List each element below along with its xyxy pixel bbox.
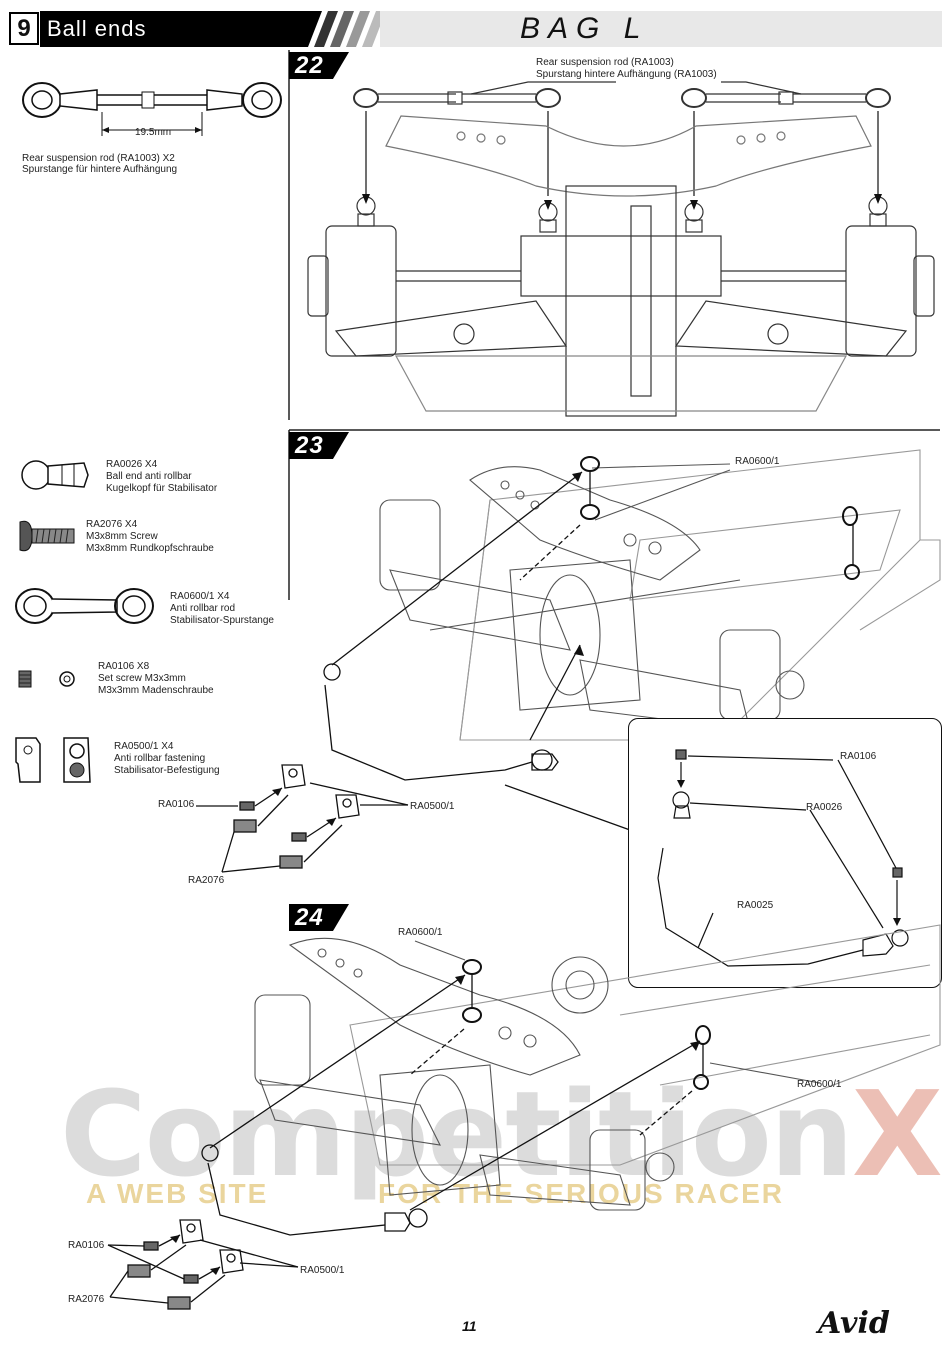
- step24-ra0106-label: RA0106: [68, 1240, 105, 1251]
- step-23-tag: [289, 432, 349, 459]
- rod-dimension: 19.5mm: [135, 127, 172, 138]
- page-number: 11: [462, 1318, 477, 1334]
- ra0600-code: RA0600/1 X4: [170, 591, 230, 602]
- inset-ra0106-label: RA0106: [840, 751, 877, 762]
- step23-chassis-drawing: [196, 449, 941, 873]
- step23-ra2076-label: RA2076: [188, 875, 225, 886]
- inset-ra0025-label: RA0025: [737, 900, 774, 911]
- step24-ra0500-label: RA0500/1: [300, 1265, 345, 1276]
- watermark-sub-a: A WEB SITE: [86, 1178, 269, 1209]
- ra0106-de: M3x3mm Madenschraube: [98, 685, 214, 696]
- ra0500-de: Stabilisator-Befestigung: [114, 765, 220, 776]
- screw-drawing: [19, 520, 75, 552]
- ra0600-de: Stabilisator-Spurstange: [170, 615, 274, 626]
- step22-label-de: Spurstang hintere Aufhängung (RA1003): [536, 69, 717, 80]
- step24-chassis-drawing: [107, 924, 941, 1310]
- step23-ra0106-label: RA0106: [158, 799, 195, 810]
- rod-caption-de: Spurstange für hintere Aufhängung: [22, 164, 178, 175]
- ra0500-en: Anti rollbar fastening: [114, 753, 206, 764]
- watermark-x: X: [851, 1065, 943, 1203]
- section-number: 9: [9, 12, 39, 45]
- step-22-number: 22: [295, 52, 324, 79]
- ra0500-code: RA0500/1 X4: [114, 741, 174, 752]
- ra2076-code: RA2076 X4: [86, 519, 138, 530]
- step23-ra0600-label: RA0600/1: [735, 456, 780, 467]
- inset-ra0026-label: RA0026: [806, 802, 843, 813]
- step-23-number: 23: [295, 432, 324, 459]
- step22-label-en: Rear suspension rod (RA1003): [536, 57, 674, 68]
- fastening-drawing: [15, 737, 91, 783]
- detail-inset-drawing: [657, 749, 909, 967]
- step24-ra2076-label: RA2076: [68, 1294, 105, 1305]
- brand-logo: Avid: [818, 1306, 890, 1341]
- ra0026-code: RA0026 X4: [106, 459, 158, 470]
- ra0600-en: Anti rollbar rod: [170, 603, 236, 614]
- ra2076-de: M3x8mm Rundkopfschraube: [86, 543, 214, 554]
- watermark-sub-b: FOR THE SERIOUS RACER: [378, 1178, 785, 1209]
- step24-ra0600-label-b: RA0600/1: [797, 1079, 842, 1090]
- ra0026-de: Kugelkopf für Stabilisator: [106, 483, 218, 494]
- set-screw-drawing: [18, 670, 75, 688]
- step-24-number: 24: [295, 904, 324, 931]
- step24-ra0600-label-a: RA0600/1: [398, 927, 443, 938]
- ra0026-en: Ball end anti rollbar: [106, 471, 192, 482]
- section-title: Ball ends: [40, 11, 308, 47]
- header-bar: [380, 11, 942, 47]
- ball-end-drawing: [21, 460, 89, 490]
- ra2076-en: M3x8mm Screw: [86, 531, 158, 542]
- ra0106-code: RA0106 X8: [98, 661, 150, 672]
- anti-rollbar-rod-drawing: [15, 588, 154, 624]
- header-stripes: [300, 11, 386, 47]
- ra0106-en: Set screw M3x3mm: [98, 673, 186, 684]
- bag-label: BAG L: [520, 12, 649, 45]
- step-24-tag: [289, 904, 349, 931]
- step22-chassis-drawing: [307, 81, 935, 417]
- step-22-tag: [289, 52, 349, 79]
- rear-suspension-rod-drawing: [22, 82, 282, 136]
- detail-inset: [628, 718, 942, 988]
- rod-caption-en: Rear suspension rod (RA1003) X2: [22, 153, 175, 164]
- step23-ra0500-label: RA0500/1: [410, 801, 455, 812]
